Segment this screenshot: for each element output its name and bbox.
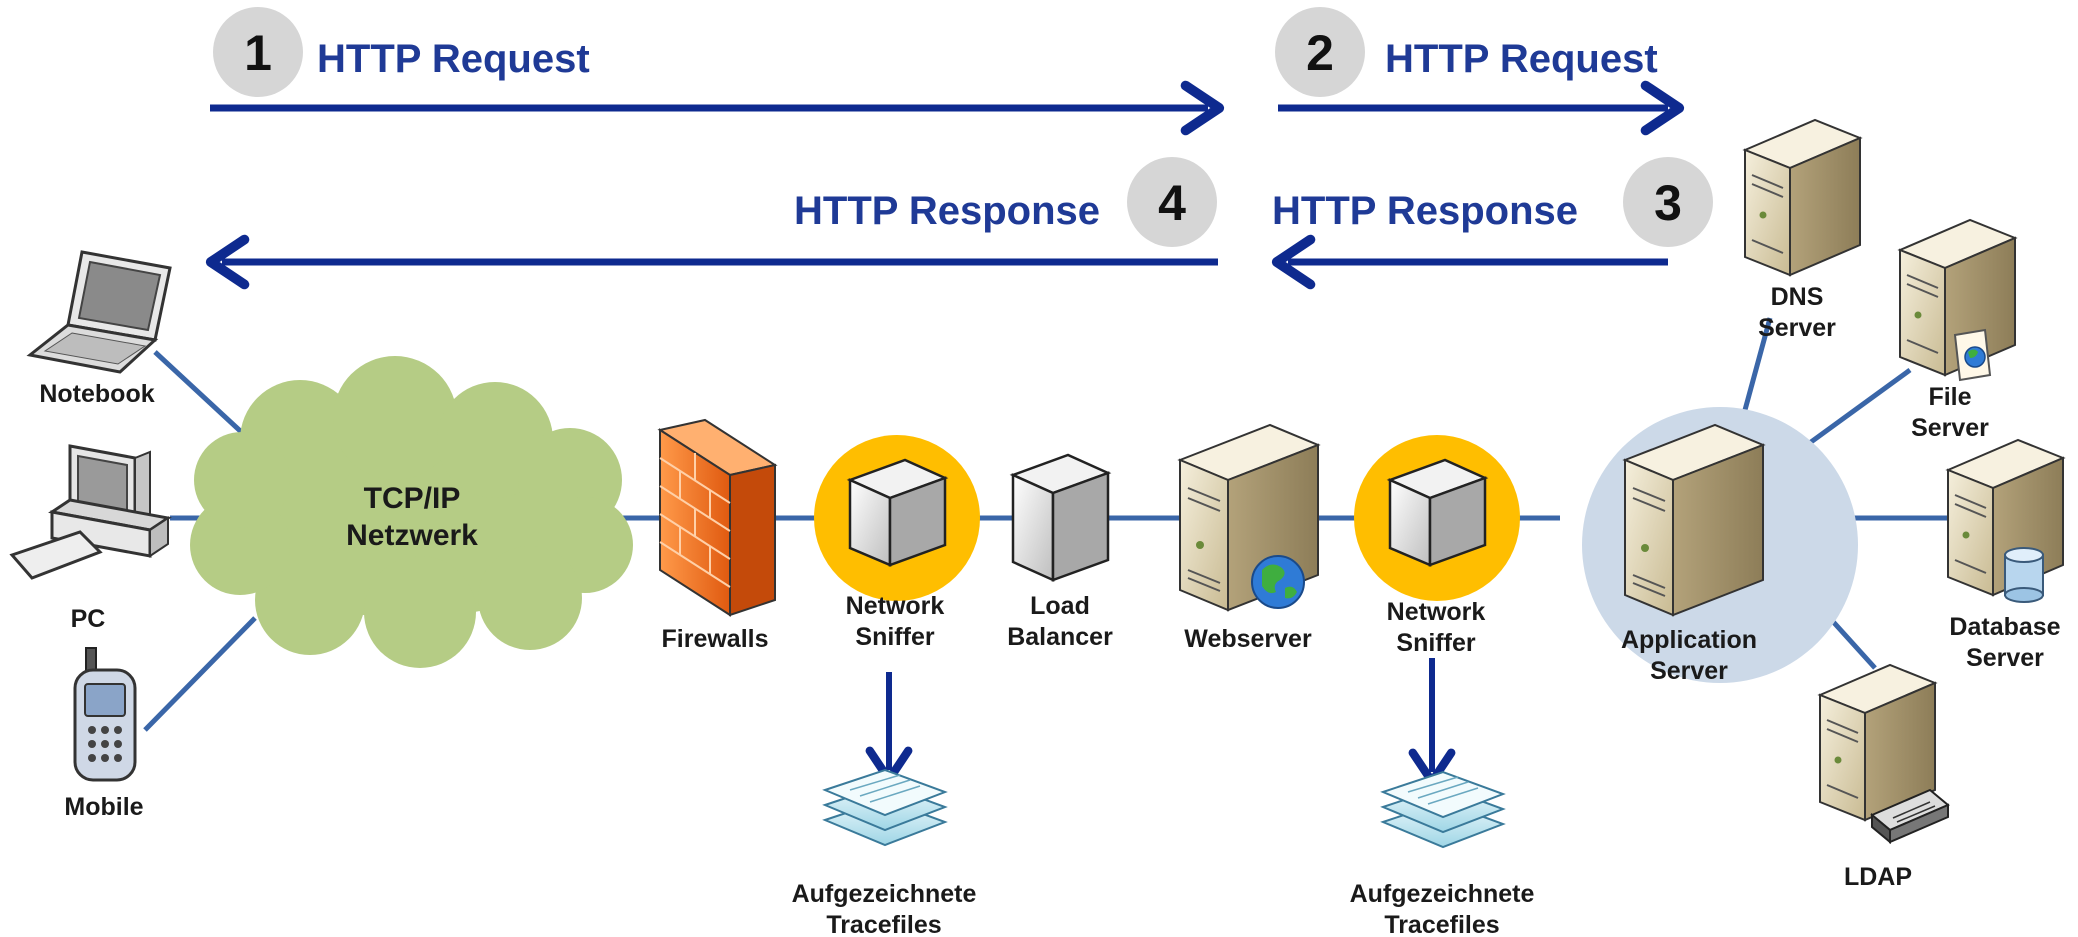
network-sniffer-1: Network Sniffer xyxy=(814,435,980,784)
step-label-1: HTTP Request xyxy=(317,37,590,81)
database-cylinder-icon xyxy=(2004,547,2044,603)
step-badge-1 xyxy=(213,7,303,97)
firewall-node: Firewalls xyxy=(657,418,778,653)
network-label-line2: Netzwerk xyxy=(346,519,478,552)
load-balancer-label-line1: Load xyxy=(1030,592,1090,620)
step-number-1: 1 xyxy=(244,25,272,81)
app-server-label-line1: Application xyxy=(1621,626,1757,654)
tcp-ip-network: TCP/IP Netzwerk xyxy=(190,356,633,668)
step-badge-4 xyxy=(1127,157,1217,247)
step-label-3: HTTP Response xyxy=(1272,189,1578,233)
tracefiles-1: Aufgezeichnete Tracefiles xyxy=(792,768,977,937)
load-balancer-label-line2: Balancer xyxy=(1007,623,1113,651)
file-server-node: File Server xyxy=(1897,218,2018,442)
step-badge-3 xyxy=(1623,157,1713,247)
firewall-icon xyxy=(657,418,778,617)
database-server-node: Database Server xyxy=(1945,438,2066,672)
sniffer2-label-line1: Network xyxy=(1387,598,1486,626)
sniffer1-label-line1: Network xyxy=(846,592,945,620)
application-server-node: Application Server xyxy=(1582,407,1858,685)
sniffer2-label-line2: Sniffer xyxy=(1396,629,1475,657)
step-label-2: HTTP Request xyxy=(1385,37,1658,81)
app-server-label-line2: Server xyxy=(1650,657,1728,685)
server-tower-icon xyxy=(1622,423,1766,617)
network-label-line1: TCP/IP xyxy=(364,482,461,515)
sniffer-box-icon xyxy=(1386,458,1489,567)
pc-device: PC xyxy=(9,444,172,633)
flow-step-4: HTTP Response 4 xyxy=(205,157,1218,290)
step-badge-2 xyxy=(1275,7,1365,97)
ldap-label: LDAP xyxy=(1844,863,1912,891)
tracefiles2-label-line1: Aufgezeichnete xyxy=(1350,880,1535,908)
server-tower-icon xyxy=(1817,663,1938,822)
step-number-4: 4 xyxy=(1158,175,1186,231)
dns-server-node: DNS Server xyxy=(1742,118,1863,342)
webserver-node: Webserver xyxy=(1177,423,1321,653)
firewalls-label: Firewalls xyxy=(662,625,769,653)
network-sniffer-2: Network Sniffer xyxy=(1354,435,1520,786)
flow-step-2: 2 HTTP Request xyxy=(1275,7,1685,136)
webserver-label: Webserver xyxy=(1184,625,1312,653)
cloud-icon xyxy=(190,356,633,668)
mobile-device: Mobile xyxy=(64,647,144,821)
sniffer-box-icon xyxy=(846,458,949,567)
pc-label: PC xyxy=(71,605,106,633)
link-notebook-cloud xyxy=(153,350,252,442)
mobile-label: Mobile xyxy=(64,793,143,821)
step-number-3: 3 xyxy=(1654,175,1682,231)
server-tower-icon xyxy=(1945,438,2066,597)
link-mobile-cloud xyxy=(143,616,257,732)
directory-card-icon xyxy=(1870,788,1950,845)
load-balancer-node: Load Balancer xyxy=(1007,453,1113,651)
dns-label-line1: DNS xyxy=(1771,283,1824,311)
tracefiles2-label-line2: Tracefiles xyxy=(1384,911,1499,937)
document-globe-icon xyxy=(1953,328,1992,382)
database-label-line2: Server xyxy=(1966,644,2044,672)
ldap-node: LDAP xyxy=(1817,663,1950,891)
file-label-line1: File xyxy=(1928,383,1971,411)
notebook-label: Notebook xyxy=(39,380,154,408)
document-stack-icon xyxy=(822,768,948,847)
file-label-line2: Server xyxy=(1911,414,1989,442)
link-app-dns xyxy=(1742,317,1773,411)
flow-step-3: HTTP Response 3 xyxy=(1271,157,1713,290)
mobile-phone-icon xyxy=(73,647,137,782)
tracefiles-2: Aufgezeichnete Tracefiles xyxy=(1350,770,1535,937)
step-number-2: 2 xyxy=(1306,25,1334,81)
document-stack-icon xyxy=(1380,770,1506,849)
laptop-icon xyxy=(26,250,172,374)
globe-icon xyxy=(1251,555,1305,609)
server-tower-icon xyxy=(1742,118,1863,277)
sniffer1-label-line2: Sniffer xyxy=(855,623,934,651)
tracefiles1-label-line1: Aufgezeichnete xyxy=(792,880,977,908)
desktop-pc-icon xyxy=(9,444,172,580)
load-balancer-box-icon xyxy=(1009,453,1112,582)
flow-step-1: 1 HTTP Request xyxy=(210,7,1225,136)
dns-label-line2: Server xyxy=(1758,314,1836,342)
tracefiles1-label-line2: Tracefiles xyxy=(826,911,941,937)
server-tower-icon xyxy=(1177,423,1321,612)
link-app-file xyxy=(1798,367,1912,453)
database-label-line1: Database xyxy=(1949,613,2060,641)
notebook-device: Notebook xyxy=(26,250,172,408)
step-label-4: HTTP Response xyxy=(794,189,1100,233)
